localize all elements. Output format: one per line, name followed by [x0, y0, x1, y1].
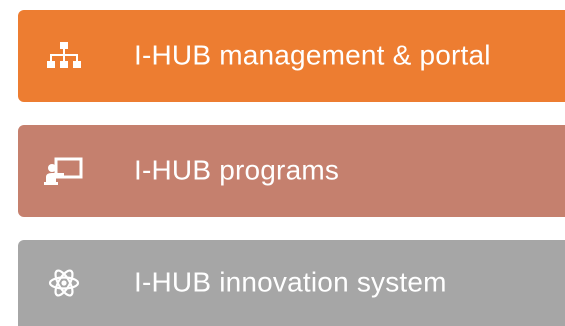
- menu-item-label: I-HUB programs: [134, 154, 340, 186]
- menu-item-management-portal[interactable]: I-HUB management & portal: [18, 10, 565, 102]
- presentation-icon: [42, 154, 86, 188]
- org-chart-icon: [42, 39, 86, 73]
- menu-item-label: I-HUB management & portal: [134, 39, 491, 71]
- atom-icon: [42, 266, 86, 300]
- menu-item-innovation-system[interactable]: I-HUB innovation system: [18, 240, 565, 326]
- menu-item-label: I-HUB innovation system: [134, 266, 447, 298]
- menu-item-programs[interactable]: I-HUB programs: [18, 125, 565, 217]
